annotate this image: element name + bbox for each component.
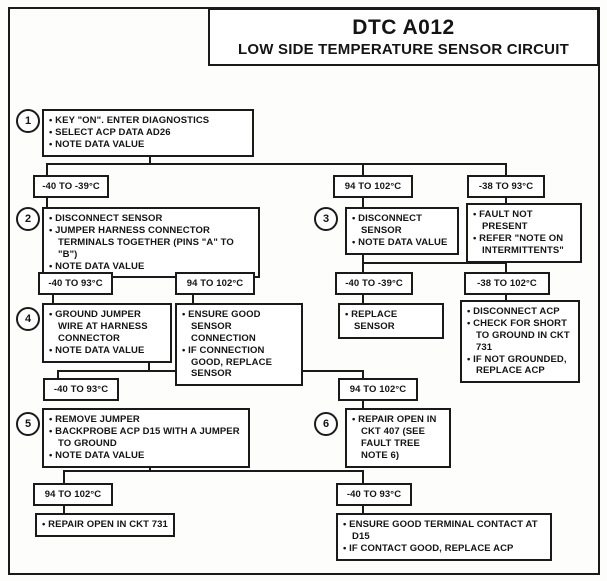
step-4-box: GROUND JUMPER WIRE AT HARNESS CONNECTOR …	[42, 303, 172, 363]
step-4-number: 4	[16, 307, 40, 331]
dtc-code: DTC A012	[352, 16, 455, 39]
instruction: IF CONNECTION GOOD, REPLACE SENSOR	[182, 345, 296, 381]
page-title: LOW SIDE TEMPERATURE SENSOR CIRCUIT	[238, 41, 569, 58]
step-6-number: 6	[314, 412, 338, 436]
connector	[362, 370, 364, 384]
connector	[63, 500, 65, 518]
branch-label: -40 TO -39°C	[335, 272, 413, 295]
connector	[52, 288, 54, 308]
branch-label: -38 TO 102°C	[464, 272, 550, 295]
branch-label: -40 TO -39°C	[33, 175, 109, 198]
connector	[505, 262, 507, 278]
branch-label: 94 TO 102°C	[175, 272, 255, 295]
instruction: GROUND JUMPER WIRE AT HARNESS CONNECTOR	[49, 309, 165, 345]
step-3-box: DISCONNECT SENSOR NOTE DATA VALUE	[345, 207, 459, 255]
instruction: REPLACE SENSOR	[345, 309, 437, 333]
instruction: REPAIR OPEN IN CKT 731	[42, 519, 168, 531]
disconnect-acp-box: DISCONNECT ACP CHECK FOR SHORT TO GROUND…	[460, 300, 580, 384]
connector	[57, 370, 59, 384]
branch-label: -38 TO 93°C	[467, 175, 545, 198]
ensure-terminal-contact-box: ENSURE GOOD TERMINAL CONTACT AT D15 IF C…	[336, 513, 552, 561]
branch-label: -40 TO 93°C	[38, 272, 113, 295]
instruction: BACKPROBE ACP D15 WITH A JUMPER TO GROUN…	[49, 426, 243, 450]
instruction: FAULT NOT PRESENT	[473, 209, 575, 233]
instruction: IF NOT GROUNDED, REPLACE ACP	[467, 354, 573, 378]
instruction: DISCONNECT SENSOR	[49, 213, 253, 225]
title-box: DTC A012 LOW SIDE TEMPERATURE SENSOR CIR…	[208, 8, 599, 66]
instruction: NOTE DATA VALUE	[49, 345, 165, 357]
instruction: IF CONTACT GOOD, REPLACE ACP	[343, 543, 545, 555]
connector	[46, 163, 48, 180]
repair-ckt-731-box: REPAIR OPEN IN CKT 731	[35, 513, 175, 537]
instruction: REFER "NOTE ON INTERMITTENTS"	[473, 233, 575, 257]
branch-label: 94 TO 102°C	[33, 483, 113, 506]
ensure-sensor-connection-box: ENSURE GOOD SENSOR CONNECTION IF CONNECT…	[175, 303, 303, 387]
replace-sensor-box: REPLACE SENSOR	[338, 303, 444, 339]
fault-not-present-box: FAULT NOT PRESENT REFER "NOTE ON INTERMI…	[466, 203, 582, 263]
connector	[505, 163, 507, 180]
step-1-number: 1	[16, 109, 40, 133]
step-5-number: 5	[16, 412, 40, 436]
step-6-box: REPAIR OPEN IN CKT 407 (SEE FAULT TREE N…	[345, 408, 451, 468]
step-1-box: KEY "ON". ENTER DIAGNOSTICS SELECT ACP D…	[42, 109, 254, 157]
step-5-box: REMOVE JUMPER BACKPROBE ACP D15 WITH A J…	[42, 408, 250, 468]
branch-label: -40 TO 93°C	[336, 483, 412, 506]
instruction: SELECT ACP DATA AD26	[49, 127, 247, 139]
connector	[192, 288, 194, 308]
instruction: NOTE DATA VALUE	[49, 261, 253, 273]
connector	[362, 190, 364, 212]
connector	[362, 163, 364, 180]
instruction: ENSURE GOOD SENSOR CONNECTION	[182, 309, 296, 345]
instruction: DISCONNECT ACP	[467, 306, 573, 318]
connector	[362, 240, 364, 278]
branch-label: 94 TO 102°C	[338, 378, 418, 401]
instruction: NOTE DATA VALUE	[49, 450, 243, 462]
step-3-number: 3	[314, 207, 338, 231]
connector	[63, 470, 364, 472]
connector	[362, 262, 507, 264]
step-2-number: 2	[16, 207, 40, 231]
instruction: CHECK FOR SHORT TO GROUND IN CKT 731	[467, 318, 573, 354]
instruction: NOTE DATA VALUE	[49, 139, 247, 151]
instruction: ENSURE GOOD TERMINAL CONTACT AT D15	[343, 519, 545, 543]
branch-label: 94 TO 102°C	[333, 175, 413, 198]
connector	[63, 470, 65, 489]
instruction: REMOVE JUMPER	[49, 414, 243, 426]
connector	[362, 500, 364, 518]
connector	[362, 394, 364, 413]
connector	[505, 288, 507, 306]
branch-label: -40 TO 93°C	[43, 378, 119, 401]
connector	[362, 288, 364, 308]
connector	[46, 190, 48, 212]
instruction: DISCONNECT SENSOR	[352, 213, 452, 237]
instruction: KEY "ON". ENTER DIAGNOSTICS	[49, 115, 247, 127]
instruction: REPAIR OPEN IN CKT 407 (SEE FAULT TREE N…	[352, 414, 444, 462]
connector	[47, 163, 507, 165]
connector	[505, 190, 507, 210]
instruction: NOTE DATA VALUE	[352, 237, 452, 249]
connector	[362, 470, 364, 489]
instruction: JUMPER HARNESS CONNECTOR TERMINALS TOGET…	[49, 225, 253, 261]
step-2-box: DISCONNECT SENSOR JUMPER HARNESS CONNECT…	[42, 207, 260, 279]
